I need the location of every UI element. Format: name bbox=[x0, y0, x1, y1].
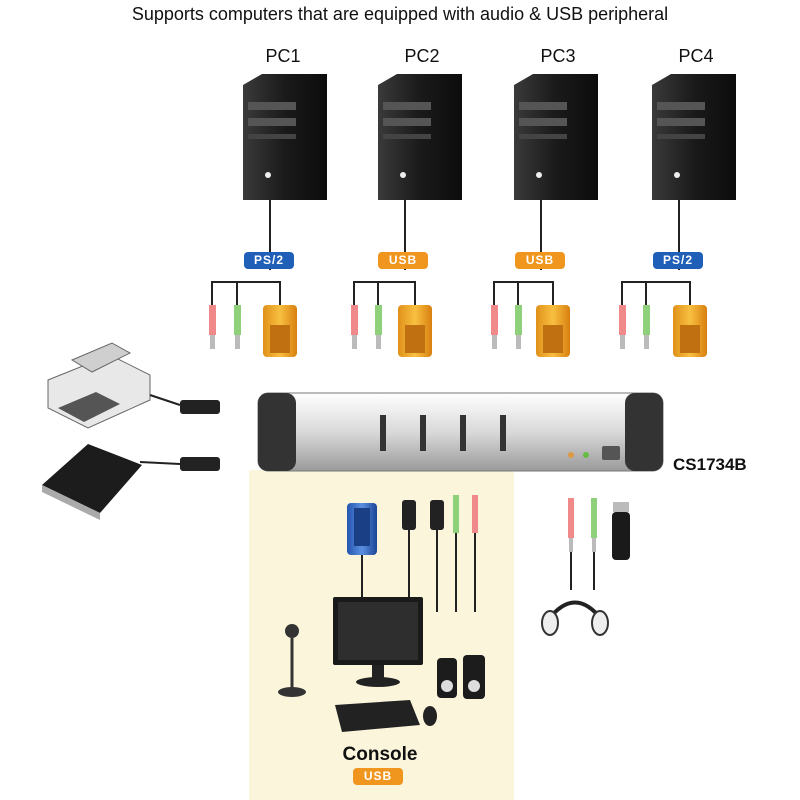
console-cables bbox=[347, 495, 478, 612]
speakers-icon bbox=[437, 655, 485, 699]
usb-flash-drive-icon bbox=[612, 502, 630, 560]
pc1-port-badge: PS/2 bbox=[244, 252, 294, 269]
pc1-connectors bbox=[209, 305, 297, 357]
pc2-tower bbox=[378, 74, 462, 200]
monitor-icon bbox=[333, 597, 423, 687]
pc3-connectors bbox=[491, 305, 570, 357]
pc4-label: PC4 bbox=[678, 46, 714, 66]
pc4-connectors bbox=[619, 305, 707, 357]
pc2-cables bbox=[353, 200, 416, 305]
pc1-tower bbox=[243, 74, 327, 200]
pc4-cables bbox=[621, 200, 691, 305]
microphone-icon bbox=[278, 624, 306, 697]
pc3-label: PC3 bbox=[540, 46, 576, 66]
diagram-title: Supports computers that are equipped wit… bbox=[131, 4, 669, 24]
headset-cables bbox=[568, 498, 597, 590]
pc3-cables bbox=[493, 200, 554, 305]
pc2-port-badge: USB bbox=[378, 252, 428, 269]
pc4-tower bbox=[652, 74, 736, 200]
pc2-label: PC2 bbox=[404, 46, 440, 66]
mouse-icon bbox=[423, 706, 437, 726]
pc4-port-badge: PS/2 bbox=[653, 252, 703, 269]
headphones-icon bbox=[541, 600, 609, 636]
pc1-cables bbox=[211, 200, 281, 305]
pc3-tower bbox=[514, 74, 598, 200]
console-label: Console bbox=[342, 744, 418, 765]
console-port-badge: USB bbox=[353, 768, 403, 785]
pc1-label: PC1 bbox=[265, 46, 301, 66]
pc2-connectors bbox=[351, 305, 432, 357]
printer-icon bbox=[47, 342, 220, 429]
keyboard-icon bbox=[335, 700, 420, 732]
scanner-icon bbox=[42, 444, 220, 520]
kvm-switch bbox=[257, 392, 664, 472]
device-model-label: CS1734B bbox=[673, 455, 747, 474]
pc3-port-badge: USB bbox=[515, 252, 565, 269]
